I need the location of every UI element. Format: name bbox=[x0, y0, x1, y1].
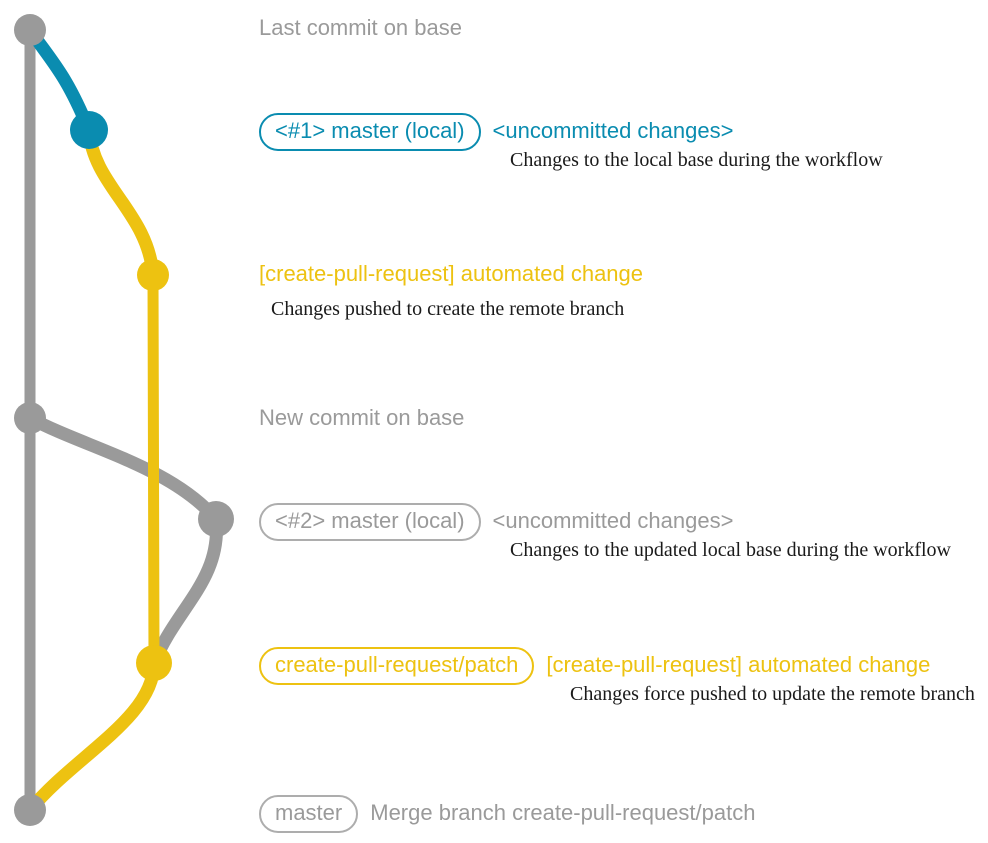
branch-line-patch-merge bbox=[23, 656, 161, 817]
commit-row-last-commit-on-base: Last commit on base bbox=[259, 17, 462, 39]
commit-node-merge-commit[interactable] bbox=[14, 794, 46, 826]
commit-subject: [create-pull-request] automated change bbox=[259, 261, 644, 286]
commit-node-last-commit-on-base[interactable] bbox=[14, 14, 46, 46]
branch-pill-create-pull-request-patch[interactable]: create-pull-request/patch bbox=[259, 647, 535, 685]
commit-row-automated-change-1: [create-pull-request] automated change bbox=[259, 263, 643, 285]
branch-pill-master[interactable]: master bbox=[259, 795, 359, 833]
commit-row-local-changes-2: <#2> master (local) <uncommitted changes… bbox=[259, 503, 733, 541]
commit-node-local-changes-1[interactable] bbox=[70, 111, 108, 149]
branch-line-base-to-local-2 bbox=[23, 411, 223, 526]
branch-pill-master-local-1[interactable]: <#1> master (local) bbox=[259, 113, 481, 151]
commit-node-automated-change-2[interactable] bbox=[136, 645, 172, 681]
commit-description-automated-change-2: Changes force pushed to update the remot… bbox=[570, 683, 975, 705]
branch-line-patch-trunk bbox=[147, 269, 160, 669]
commit-subject: <uncommitted changes> bbox=[492, 508, 734, 533]
commit-row-merge-commit: master Merge branch create-pull-request/… bbox=[259, 795, 755, 833]
commit-row-automated-change-2: create-pull-request/patch [create-pull-r… bbox=[259, 647, 930, 685]
commit-subject: Merge branch create-pull-request/patch bbox=[370, 800, 756, 825]
commit-node-automated-change-1[interactable] bbox=[137, 259, 169, 291]
commit-node-new-commit-on-base[interactable] bbox=[14, 402, 46, 434]
commit-row-new-commit-on-base: New commit on base bbox=[259, 407, 464, 429]
commit-subject: [create-pull-request] automated change bbox=[546, 652, 931, 677]
branch-line-patch-1 bbox=[82, 123, 160, 282]
branch-pill-master-local-2[interactable]: <#2> master (local) bbox=[259, 503, 481, 541]
commit-description-local-changes-2: Changes to the updated local base during… bbox=[510, 539, 951, 561]
commit-node-local-changes-2[interactable] bbox=[198, 501, 234, 537]
commit-subject: Last commit on base bbox=[259, 15, 462, 40]
branch-line-local-2-to-patch bbox=[147, 512, 224, 670]
commit-row-local-changes-1: <#1> master (local) <uncommitted changes… bbox=[259, 113, 733, 151]
commit-description-automated-change-1: Changes pushed to create the remote bran… bbox=[271, 298, 625, 320]
commit-subject: New commit on base bbox=[259, 405, 465, 430]
commit-subject: <uncommitted changes> bbox=[492, 118, 734, 143]
commit-description-local-changes-1: Changes to the local base during the wor… bbox=[510, 149, 883, 171]
